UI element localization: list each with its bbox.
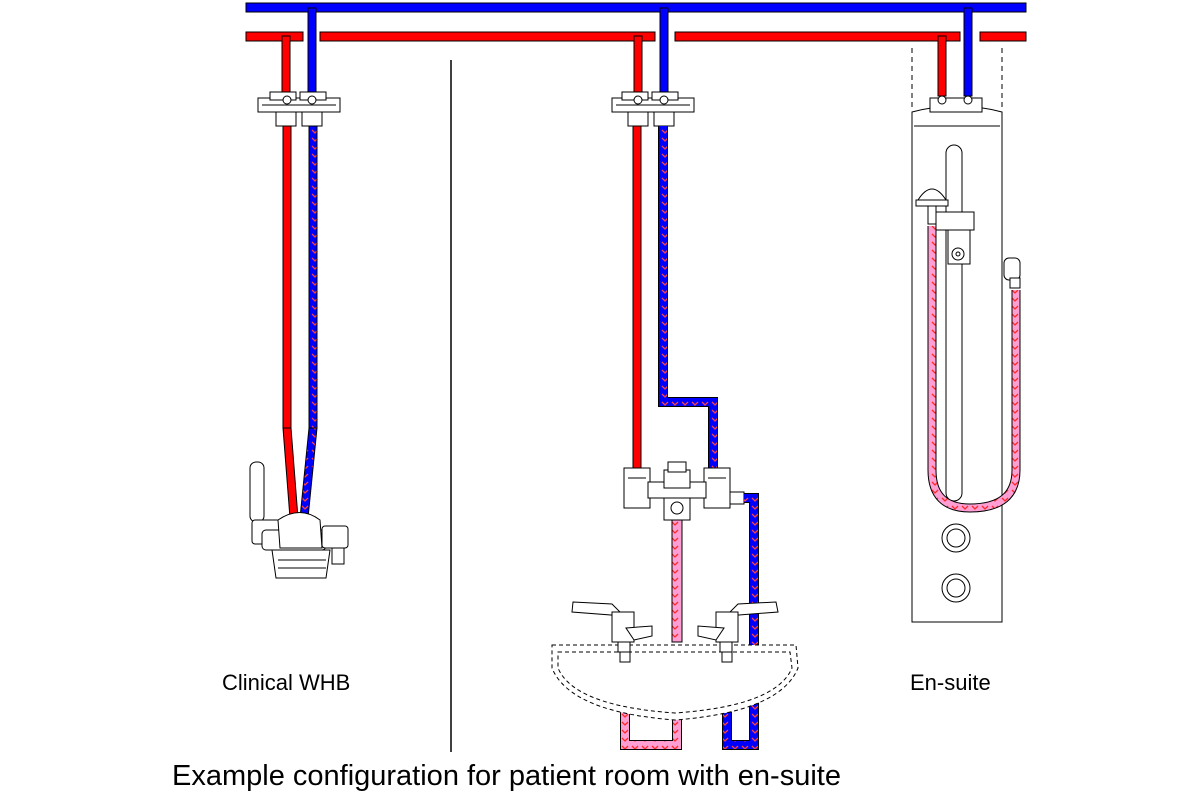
en-suite-label: En-suite — [910, 670, 991, 695]
clinical-whb-label: Clinical WHB — [222, 670, 351, 695]
isolation-valve-icon — [257, 91, 341, 127]
en-suite-branch — [911, 7, 1021, 623]
lever-tap-icon — [697, 601, 779, 663]
hand-shower-holder-icon — [1003, 257, 1021, 289]
clinical-whb-branch — [249, 7, 349, 579]
lever-tap-icon — [571, 601, 653, 663]
shower-panel-icon — [911, 95, 1003, 623]
isolation-valve-icon — [611, 91, 695, 127]
basin-icon — [551, 644, 799, 721]
lever-tap-icon — [249, 461, 349, 579]
shower-head-icon — [915, 188, 949, 225]
diagram-caption: Example configuration for patient room w… — [172, 760, 841, 792]
thermostatic-mixing-valve-icon — [623, 461, 745, 521]
basin-branch — [551, 7, 799, 750]
cold-supply-main — [245, 2, 1027, 13]
hot-supply-main — [245, 31, 1027, 42]
